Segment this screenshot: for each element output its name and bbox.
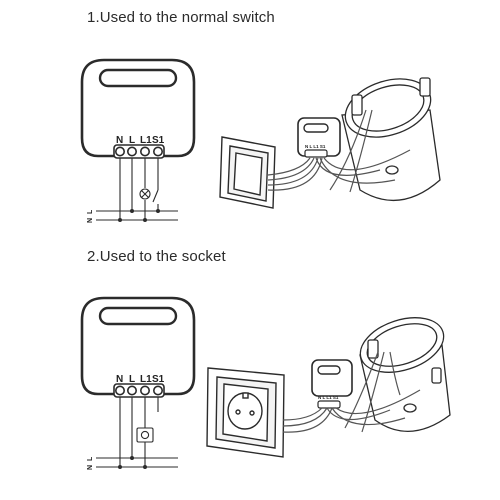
terminal-label-l: L xyxy=(129,135,135,146)
terminal-label-l: L xyxy=(129,374,135,385)
terminal-label-n: N xyxy=(116,135,123,146)
terminal-label-s1: S1 xyxy=(152,135,165,146)
terminal-label-l1: L1 xyxy=(140,135,152,146)
section-title-socket: 2.Used to the socket xyxy=(87,248,226,265)
mini-module-label: N L L1 S1 xyxy=(318,395,339,400)
wires-section-2 xyxy=(282,351,421,433)
line-label-n: N xyxy=(87,218,94,223)
line-label-n: N xyxy=(87,465,94,470)
terminal-label-s1: S1 xyxy=(152,374,165,385)
wall-switch xyxy=(219,136,276,209)
line-label-l: L xyxy=(87,209,94,214)
terminal-label-n: N xyxy=(116,374,123,385)
line-label-l: L xyxy=(87,456,94,461)
module-section-2: N L L1 S1 xyxy=(80,296,196,398)
wall-socket xyxy=(206,367,285,458)
wires-section-1 xyxy=(267,109,411,193)
module-section-1: N L L1 S1 xyxy=(80,58,196,159)
terminal-label-l1: L1 xyxy=(140,374,152,385)
mini-module-section-2: N L L1 S1 xyxy=(311,359,353,409)
wiring-section-2 xyxy=(96,397,178,468)
mini-module-section-1: N L L1 S1 xyxy=(297,117,341,158)
section-title-normal-switch: 1.Used to the normal switch xyxy=(87,9,275,26)
junction-box-section-2 xyxy=(359,317,451,432)
wiring-section-1 xyxy=(96,158,178,221)
mini-module-label: N L L1 S1 xyxy=(305,144,326,149)
